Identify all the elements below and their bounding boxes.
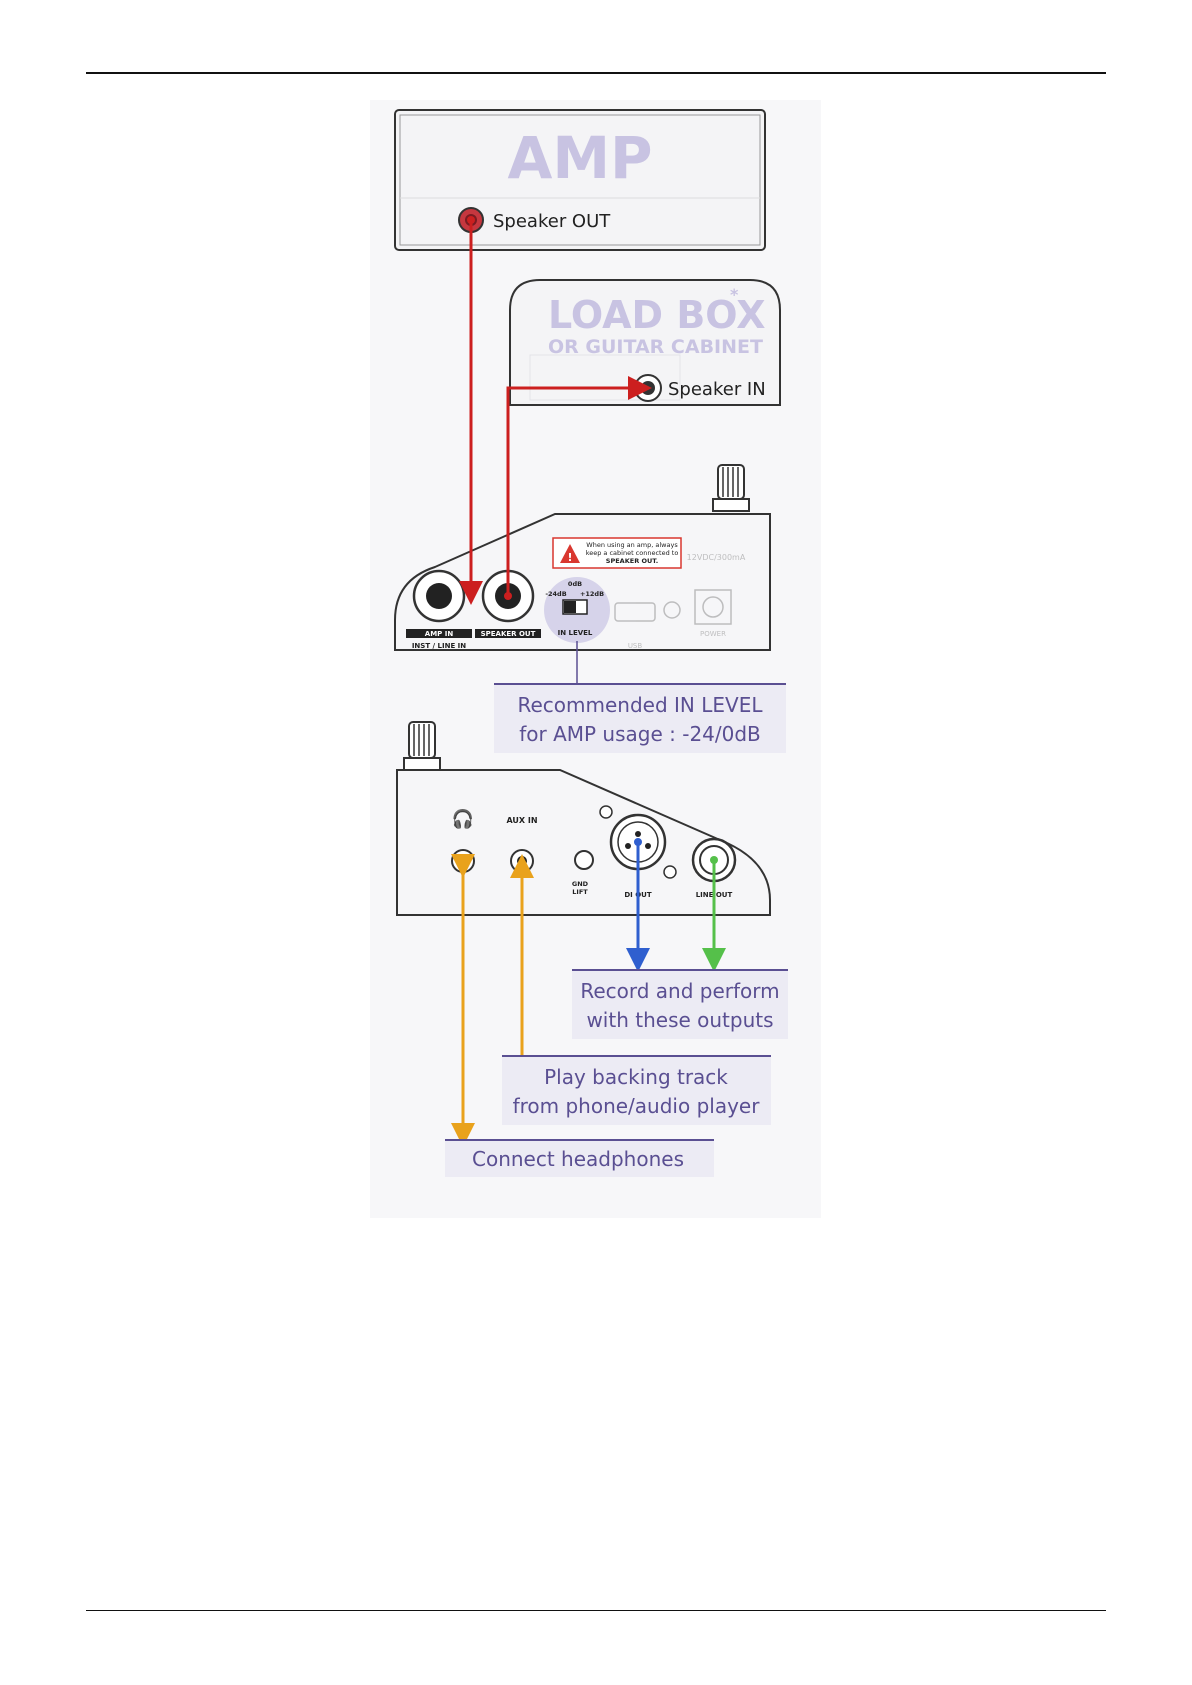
footer-rule xyxy=(86,1610,1106,1611)
loadbox-speaker-in-label: Speaker IN xyxy=(668,379,766,400)
pedal-knob-top[interactable] xyxy=(712,464,750,512)
svg-text:!: ! xyxy=(567,551,572,564)
power-port: 12VDC/300mA POWER xyxy=(687,553,746,638)
pedal-top-view: ! When using an amp, always keep a cabin… xyxy=(394,464,771,651)
power-rating: 12VDC/300mA xyxy=(687,553,746,562)
green-cable-line-out xyxy=(702,856,726,972)
blue-cable-di-out xyxy=(626,838,650,972)
power-label: POWER xyxy=(700,630,726,638)
in-level-label: IN LEVEL xyxy=(558,629,593,637)
pedal-speaker-out-label: SPEAKER OUT xyxy=(481,630,536,638)
warning-box: ! When using an amp, always keep a cabin… xyxy=(552,537,682,569)
lift-label: LIFT xyxy=(572,888,588,896)
backing-callout-line1: Play backing track xyxy=(544,1065,728,1089)
header-rule xyxy=(86,72,1106,74)
gnd-lift-button[interactable] xyxy=(574,850,594,870)
amp-speaker-out-label: Speaker OUT xyxy=(493,211,611,232)
pedal-knob-bottom[interactable] xyxy=(403,721,441,771)
backing-callout: Play backing track from phone/audio play… xyxy=(502,1055,771,1125)
usb-label: USB xyxy=(628,642,643,650)
usb-port: USB xyxy=(614,601,681,650)
amp-unit: AMP Speaker OUT xyxy=(394,109,766,251)
amp-connection-diagram: AMP Speaker OUT LOAD BOX * OR GUITAR CAB… xyxy=(370,100,821,1218)
amp-title: AMP xyxy=(507,124,652,192)
switch-label-plus12: +12dB xyxy=(580,590,604,598)
amp-in-label: AMP IN xyxy=(425,630,454,638)
diagram-background xyxy=(370,100,821,1218)
headphones-icon: 🎧 xyxy=(452,808,474,830)
warning-line-1: When using an amp, always xyxy=(586,541,678,549)
red-cable-speaker-out-to-loadbox xyxy=(504,376,652,600)
headphones-callout: Connect headphones xyxy=(445,1139,714,1177)
warning-line-3: SPEAKER OUT. xyxy=(606,557,658,565)
outputs-callout-line1: Record and perform xyxy=(580,979,779,1003)
red-cable-amp-to-amp-in xyxy=(459,216,483,605)
in-level-callout-line2: for AMP usage : -24/0dB xyxy=(519,722,761,746)
loadbox-unit: LOAD BOX * OR GUITAR CABINET Speaker IN xyxy=(509,279,781,406)
outputs-callout: Record and perform with these outputs xyxy=(572,969,788,1039)
switch-label-0db: 0dB xyxy=(568,580,582,588)
aux-in-label: AUX IN xyxy=(506,816,537,825)
inst-line-in-label: INST / LINE IN xyxy=(412,642,466,650)
switch-label-minus24: -24dB xyxy=(545,590,566,598)
gnd-label: GND xyxy=(572,880,589,888)
amp-in-jack[interactable] xyxy=(412,569,466,623)
headphones-callout-text: Connect headphones xyxy=(472,1147,684,1171)
in-level-switch[interactable] xyxy=(562,599,588,615)
loadbox-title: LOAD BOX xyxy=(548,293,766,337)
loadbox-subtitle: OR GUITAR CABINET xyxy=(548,336,763,358)
loadbox-title-mark: * xyxy=(730,285,739,304)
outputs-callout-line2: with these outputs xyxy=(586,1008,773,1032)
in-level-callout-line1: Recommended IN LEVEL xyxy=(518,693,764,717)
backing-callout-line2: from phone/audio player xyxy=(513,1094,761,1118)
in-level-callout: Recommended IN LEVEL for AMP usage : -24… xyxy=(494,683,786,753)
warning-line-2: keep a cabinet connected to xyxy=(586,549,679,557)
